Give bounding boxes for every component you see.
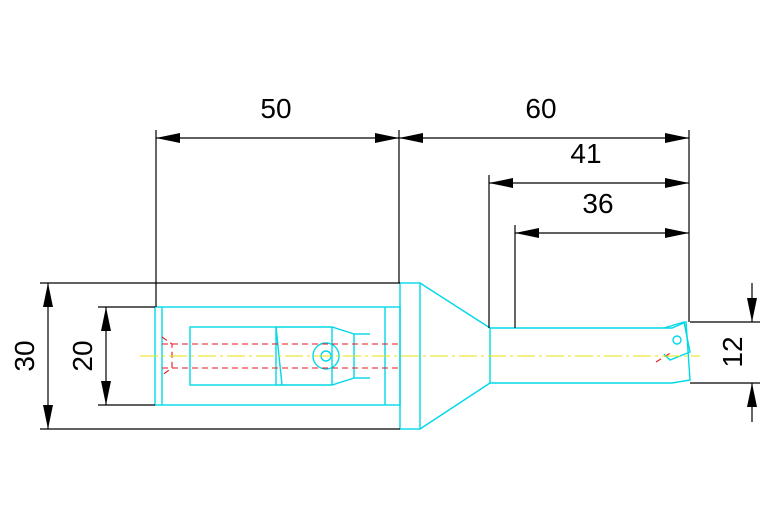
insert-screw [672,335,682,345]
clamp-window-left [189,326,277,386]
arrow-60-right [665,133,689,143]
dim-label-36: 36 [582,188,613,219]
dim-label-12: 12 [717,336,748,367]
arrow-41-right [665,178,689,188]
arrow-60-left [399,133,423,143]
dim-label-20: 20 [67,340,98,371]
arrow-36-left [515,228,539,238]
flange [399,282,421,430]
arrow-30-bottom [43,405,53,429]
insert-hidden [655,351,673,363]
neck [489,320,691,384]
dim-label-60: 60 [525,93,556,124]
taper-top [419,282,491,329]
arrow-20-top [101,307,111,331]
dim-label-41: 41 [570,138,601,169]
arrow-12-top [747,298,757,322]
dimensions: 50 60 41 36 30 20 12 [9,93,760,430]
arrow-20-bottom [101,381,111,405]
arrow-12-bottom [747,383,757,407]
dim-label-30: 30 [9,340,40,371]
dim-label-50: 50 [260,93,291,124]
taper-bottom [419,382,491,430]
arrow-30-top [43,283,53,307]
arrow-36-right [665,228,689,238]
insert-pocket [663,321,691,361]
arrow-41-left [489,178,513,188]
arrow-50-right [375,133,399,143]
arrow-50-left [156,133,180,143]
